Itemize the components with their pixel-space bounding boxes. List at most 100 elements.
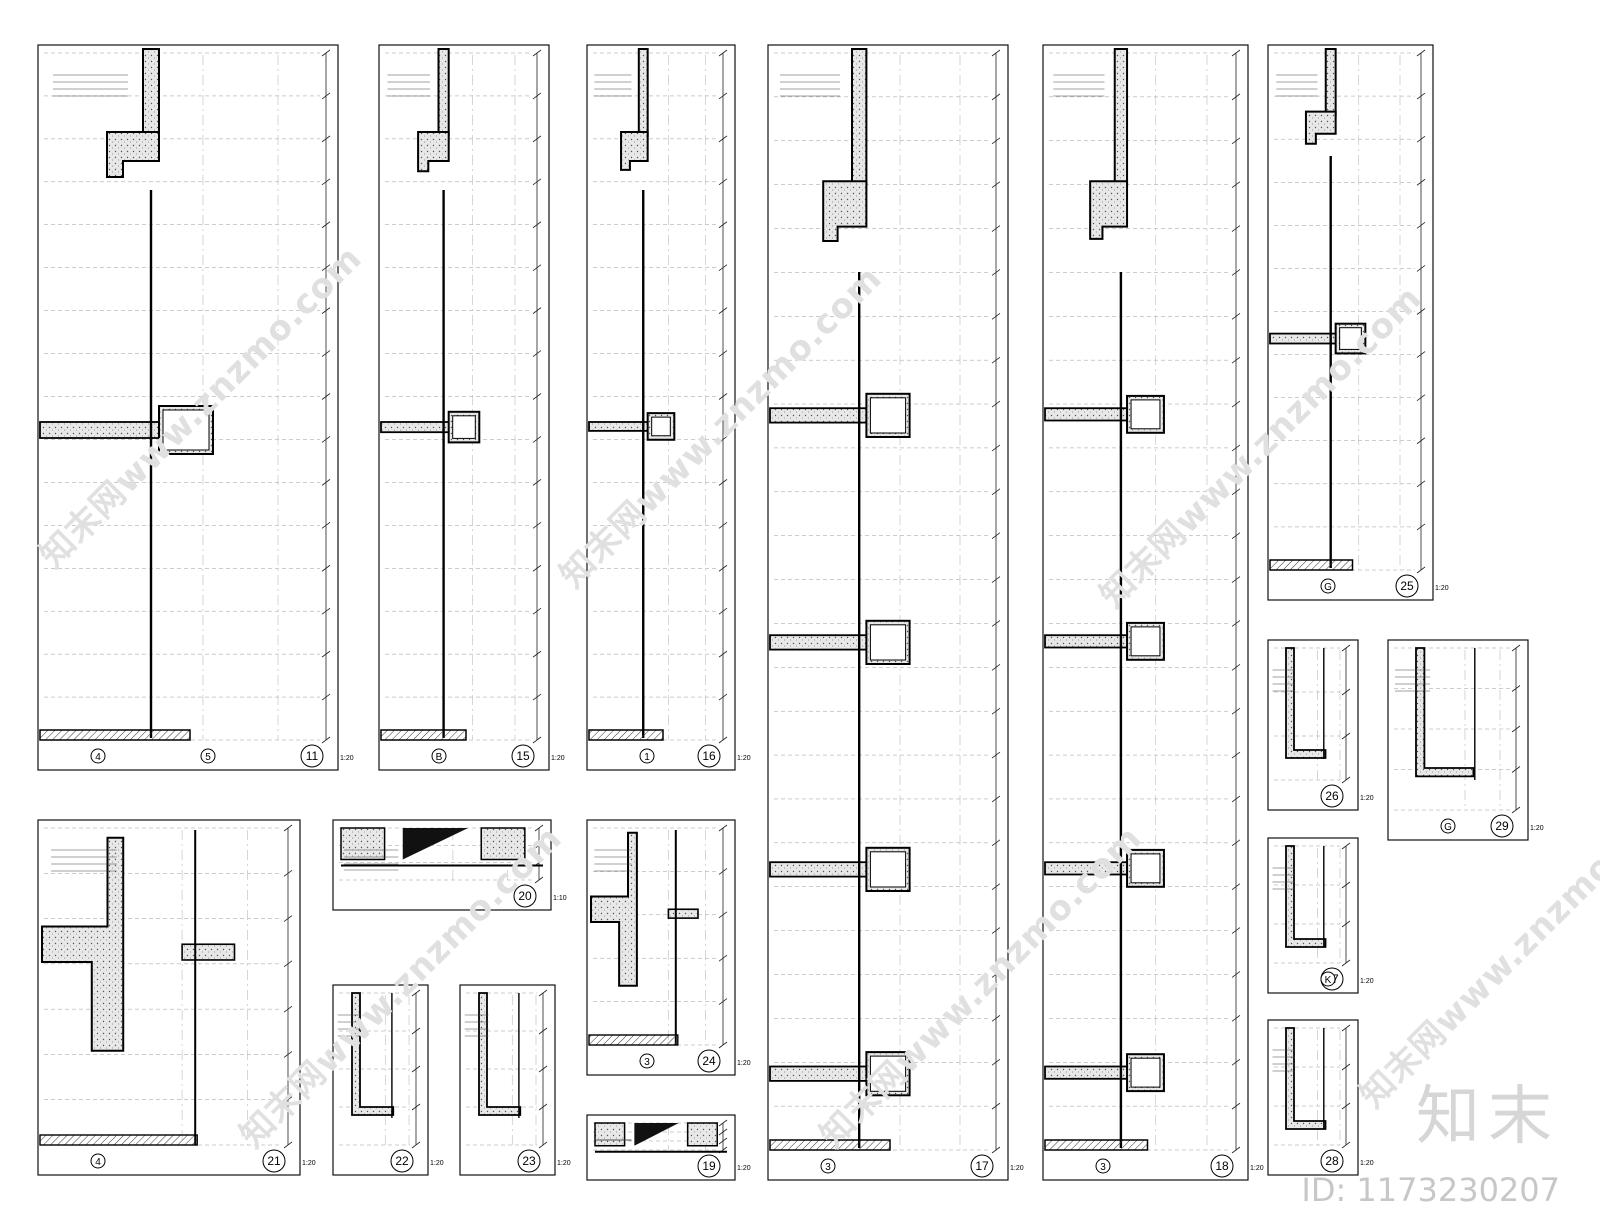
dimension-tick — [321, 436, 331, 443]
stepped-beam — [106, 131, 160, 178]
beam-core — [869, 624, 907, 661]
dimension-tick — [718, 436, 728, 443]
dimension-tick — [1231, 356, 1241, 364]
beam-core — [1130, 626, 1161, 657]
axis-bubble — [639, 1053, 655, 1069]
dimension-tick — [532, 393, 542, 400]
ground-slab — [588, 729, 664, 741]
dimension-tick — [718, 479, 728, 486]
dimension-tick — [1511, 766, 1521, 773]
dimension-tick — [532, 92, 542, 100]
detail-frame — [1267, 639, 1359, 811]
dimension-tick — [1231, 532, 1241, 539]
detail-number: 28 — [1325, 1154, 1339, 1168]
detail-number-bubble — [262, 1149, 286, 1173]
dimension-tick — [1231, 269, 1241, 276]
detail-number: 29 — [1495, 819, 1509, 833]
axis-bubble — [90, 748, 106, 764]
dimension-tick — [718, 49, 728, 57]
dimension-tick — [1416, 437, 1426, 445]
dimension-tick — [718, 607, 728, 615]
detail-frame — [1267, 1019, 1359, 1176]
detail-number: 18 — [1215, 1159, 1229, 1173]
dimension-tick — [1416, 523, 1426, 531]
detail-frame — [332, 984, 429, 1176]
parapet-profile — [478, 992, 522, 1116]
axis-label: 4 — [95, 752, 101, 763]
dimension-tick — [991, 707, 1001, 715]
sloped-fill — [402, 828, 469, 860]
dimension-tick — [1416, 265, 1426, 272]
axis-label: 5 — [205, 752, 211, 763]
dimension-tick — [532, 350, 542, 357]
dimension-tick — [1231, 444, 1241, 452]
axis-label: 3 — [1100, 1162, 1106, 1173]
dimension-tick — [991, 751, 1001, 759]
detail-frame — [586, 44, 736, 771]
dimension-tick — [1341, 776, 1351, 784]
beam-core — [651, 416, 671, 437]
dimension-tick — [538, 1141, 548, 1149]
dimension-tick — [532, 736, 542, 744]
dimension-tick — [991, 971, 1001, 978]
dimension-tick — [1416, 566, 1426, 574]
dimension-tick — [411, 989, 421, 997]
dimension-tick — [1231, 620, 1241, 627]
dimension-tick — [1341, 1024, 1351, 1032]
detail-frame — [586, 819, 736, 1076]
stepped-wall — [41, 836, 125, 1052]
dimension-tick — [1341, 959, 1351, 967]
dimension-tick — [718, 736, 728, 744]
dimension-tick — [991, 795, 1001, 803]
dimension-tick — [1231, 93, 1241, 101]
dimension-tick — [532, 178, 542, 186]
detail-number-bubble — [697, 744, 721, 768]
dimension-tick — [718, 564, 728, 572]
axis-bubble — [200, 748, 216, 764]
detail-number: 22 — [395, 1154, 409, 1168]
dimension-tick — [718, 1041, 728, 1049]
dimension-tick — [283, 824, 293, 832]
sloped-fill — [634, 1123, 679, 1146]
axis-bubble — [1440, 818, 1456, 834]
dimension-tick — [538, 1103, 548, 1111]
brand-logo: 知末 — [1416, 1080, 1560, 1154]
detail-frame — [767, 44, 1009, 1181]
detail-scale: 1:20 — [551, 755, 565, 762]
dimension-tick — [991, 488, 1001, 496]
concrete-wall — [1324, 48, 1337, 117]
dimension-tick — [532, 264, 542, 272]
detail-frame — [332, 819, 552, 911]
detail-scale: 1:20 — [737, 1060, 751, 1067]
dimension-tick — [1416, 394, 1426, 401]
detail-scale: 1:20 — [1250, 1165, 1264, 1172]
dimension-tick — [1416, 92, 1426, 100]
detail-number: 26 — [1325, 789, 1339, 803]
dimension-tick — [532, 49, 542, 57]
dimension-tick — [1231, 312, 1241, 320]
dimension-tick — [532, 693, 542, 701]
beam-core — [869, 1055, 907, 1092]
dimension-tick — [321, 350, 331, 357]
detail-number: 23 — [522, 1154, 536, 1168]
dimension-tick — [718, 393, 728, 400]
coping-block — [480, 827, 526, 861]
dimension-tick — [532, 564, 542, 572]
coping-block — [340, 827, 386, 861]
parapet-profile — [1285, 647, 1327, 759]
dimension-tick — [991, 312, 1001, 320]
beam-core — [1130, 853, 1161, 884]
dimension-tick — [718, 868, 728, 875]
axis-bubble — [90, 1153, 106, 1169]
stepped-beam — [417, 131, 450, 173]
dimension-tick — [1231, 225, 1241, 232]
axis-label: 1 — [644, 752, 650, 763]
dimension-tick — [991, 1058, 1001, 1066]
detail-27: 271:20K — [1267, 837, 1374, 994]
